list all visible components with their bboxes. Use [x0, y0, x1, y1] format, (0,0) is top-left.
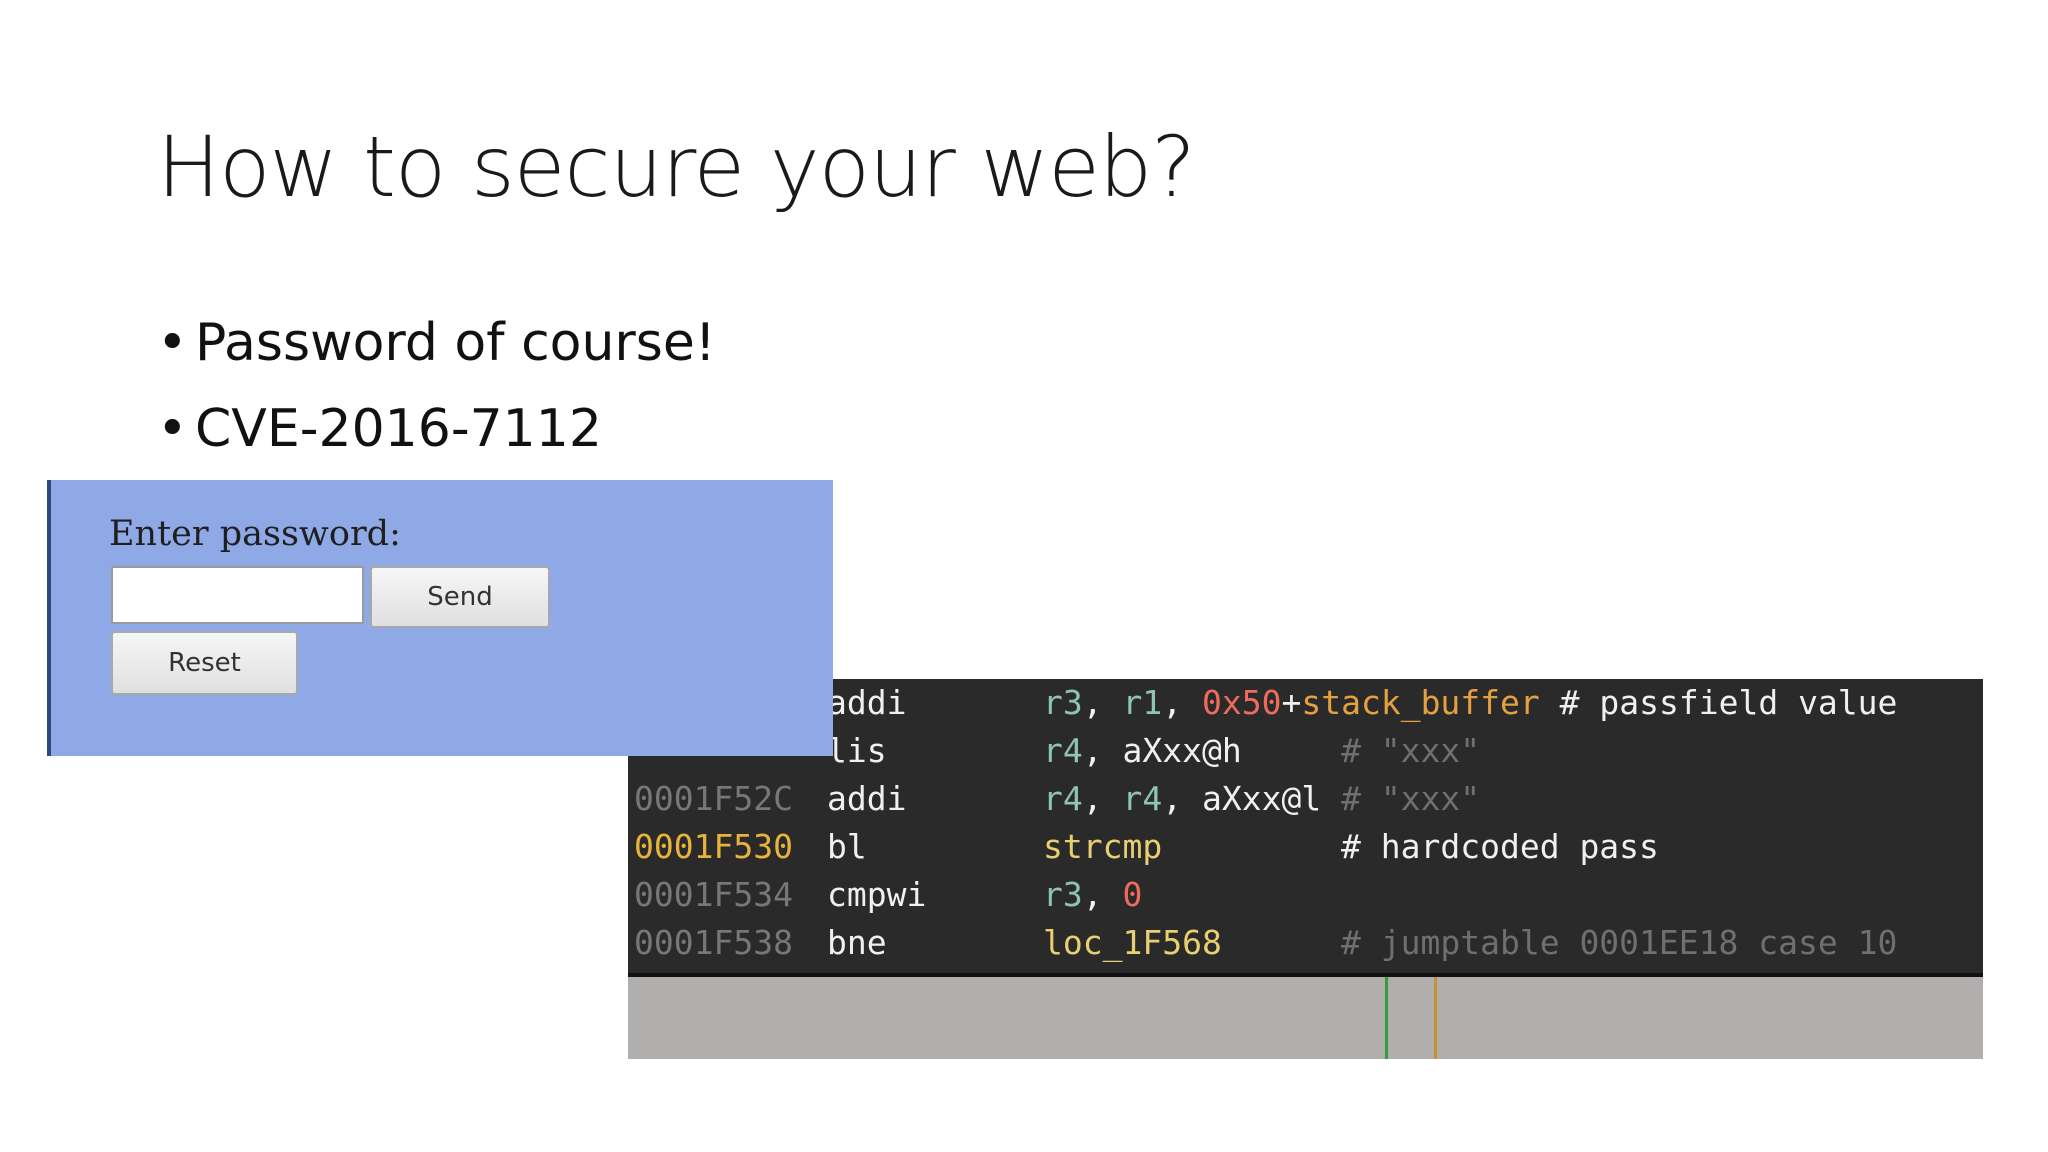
code-opcode: bne [827, 923, 887, 962]
password-label: Enter password: [109, 514, 401, 554]
bullet-item: •Password of course! [157, 308, 716, 394]
code-arg: 0 [1122, 875, 1143, 914]
code-opcode: bl [827, 827, 867, 866]
code-arg: r4 [1043, 731, 1083, 770]
send-button[interactable]: Send [370, 566, 550, 628]
code-opcode: lis [827, 731, 887, 770]
code-arg: r3 [1043, 683, 1083, 722]
slide-title: How to secure your web? [157, 118, 1196, 216]
code-arg: r1 [1122, 683, 1163, 722]
bullet-text: CVE-2016-7112 [195, 399, 602, 459]
code-arg: loc_1F568 [1043, 923, 1222, 962]
code-arg: r3 [1043, 875, 1083, 914]
code-opcode: addi [827, 683, 907, 722]
code-arg: strcmp [1043, 827, 1163, 866]
code-arg: aXxx@h [1122, 731, 1242, 770]
password-input[interactable] [111, 566, 364, 624]
code-arg: 0x50 [1202, 683, 1282, 722]
graph-area [628, 977, 1983, 1059]
code-arg: r4 [1043, 779, 1083, 818]
code-opcode: addi [827, 779, 907, 818]
code-comment: # jumptable 0001EE18 case 10 [1341, 923, 1898, 962]
code-comment: # passfield value [1559, 683, 1898, 722]
code-arg: stack_buffer [1301, 683, 1540, 722]
code-address: 0001F534 [634, 875, 793, 914]
password-form: Enter password: Send Reset [47, 480, 833, 756]
graph-edge-line [1434, 977, 1437, 1059]
code-arg: aXxx@l [1202, 779, 1322, 818]
code-comment: # "xxx" [1341, 779, 1481, 818]
code-row: 0001F530 bl strcmp # hardcoded pass [634, 823, 1659, 871]
reset-button[interactable]: Reset [111, 631, 298, 695]
code-address: 0001F52C [634, 779, 793, 818]
code-address: 0001F538 [634, 923, 793, 962]
bullet-list: •Password of course! •CVE-2016-7112 [157, 308, 716, 480]
bullet-icon: • [157, 399, 188, 459]
bullet-item: •CVE-2016-7112 [157, 394, 716, 480]
code-arg: r4 [1122, 779, 1163, 818]
code-row: 0001F538 bne loc_1F568 # jumptable 0001EE1… [634, 919, 1897, 967]
bullet-icon: • [157, 313, 188, 373]
code-address: 0001F530 [634, 827, 793, 866]
bullet-text: Password of course! [195, 313, 716, 373]
graph-edge-line [1385, 977, 1388, 1059]
code-comment: # "xxx" [1341, 731, 1481, 770]
code-opcode: cmpwi [827, 875, 927, 914]
code-comment: # hardcoded pass [1341, 827, 1659, 866]
